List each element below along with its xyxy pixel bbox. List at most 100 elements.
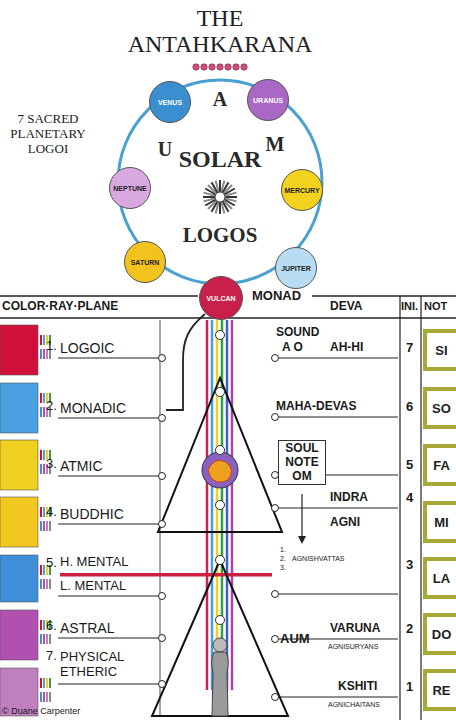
color-strip (46, 678, 48, 688)
color-strip (49, 521, 51, 531)
column-header: NOT (424, 300, 447, 313)
thread-knot (216, 388, 225, 397)
table-label: 3 (406, 558, 413, 573)
personality-triangle (152, 560, 288, 716)
row-node (272, 636, 279, 643)
color-strip (43, 521, 45, 531)
sun-ray (203, 196, 215, 198)
color-strip (43, 579, 45, 589)
title-dot (225, 64, 231, 70)
row-node (159, 473, 166, 480)
note-box: DO (423, 613, 456, 655)
table-label: BUDDHIC (60, 506, 124, 522)
note-box: RE (423, 669, 456, 711)
row-node (159, 593, 166, 600)
table-label: MONADIC (60, 400, 126, 416)
ray-color-swatch (0, 555, 38, 602)
ray-color-swatch (0, 610, 38, 660)
title-dot (217, 64, 223, 70)
antahkarana-thread (206, 320, 209, 690)
soul-symbol (202, 452, 238, 488)
rule-line (160, 320, 161, 716)
note-box: SO (423, 387, 456, 429)
color-strip (49, 579, 51, 589)
note-name: FA (433, 458, 450, 473)
color-strip (43, 692, 45, 702)
color-strip (49, 678, 51, 688)
color-strip (46, 579, 48, 589)
color-strip (40, 335, 42, 345)
note-name: MI (434, 515, 448, 530)
table-label: 7. (46, 649, 57, 664)
ray-color-swatch (0, 440, 38, 490)
plane-underline (58, 357, 158, 358)
row-node (159, 635, 166, 642)
planet-name: NEPTUNE (113, 185, 146, 192)
rule-line (420, 296, 421, 720)
color-strip (43, 349, 45, 359)
table-label: MAHA-DEVAS (276, 400, 356, 414)
row-node (272, 591, 279, 598)
row-node (272, 694, 279, 701)
table-label: SOUL NOTE OM (278, 440, 326, 485)
planet-circle: VULCAN (199, 276, 243, 320)
planet-circle: MERCURY (281, 169, 323, 211)
plane-underline (58, 637, 158, 638)
human-figure (212, 652, 229, 716)
arrow-head (298, 536, 306, 544)
color-strip (43, 464, 45, 474)
color-strip (43, 620, 45, 630)
planet-name: URANUS (253, 97, 283, 104)
side-note: 7 SACRED PLANETARY LOGOI (9, 112, 87, 157)
color-strip (43, 335, 45, 345)
logos-letter: LOGOS (183, 223, 258, 247)
table-label: 1. (46, 339, 57, 354)
color-strip (46, 521, 48, 531)
thread-knot (216, 331, 225, 340)
note-box: MI (423, 501, 456, 543)
sun-ray (225, 193, 237, 196)
color-strip (40, 349, 42, 359)
title-dot (233, 64, 239, 70)
small-note: 2. (280, 555, 286, 563)
logos-letter: SOLAR (179, 146, 262, 174)
row-node (272, 414, 279, 421)
small-note: AGNICHAITANS (328, 701, 380, 709)
table-label: 2. (46, 399, 57, 414)
color-strip (40, 692, 42, 702)
color-strip (40, 450, 42, 460)
planet-circle: NEPTUNE (109, 167, 151, 209)
table-label: SOUND (276, 326, 319, 340)
table-label: H. MENTAL (60, 555, 128, 570)
table-label: KSHITI (338, 680, 377, 694)
table-label: INDRA (330, 491, 368, 505)
table-label: 4 (406, 491, 413, 506)
table-label: 3. (46, 457, 57, 472)
plane-underline (58, 595, 158, 596)
thread-knot (216, 446, 225, 455)
solar-logos: ASOLARUMLOGOSVENUSURANUSNEPTUNEMERCURYSA… (118, 80, 322, 284)
color-strip (46, 634, 48, 644)
planet-name: SATURN (131, 259, 160, 266)
table-label: 4. (46, 505, 57, 520)
plane-underline (58, 475, 158, 476)
planet-name: JUPITER (281, 265, 311, 272)
monad-bracket (166, 314, 205, 410)
color-strip (40, 407, 42, 417)
color-strip (40, 678, 42, 688)
table-label: PHYSICAL ETHERIC (60, 650, 144, 680)
logos-letter: M (266, 133, 285, 156)
title-dot (193, 64, 199, 70)
row-node (159, 681, 166, 688)
sun-ray (216, 181, 219, 193)
plane-underline (58, 417, 158, 418)
table-label: ASTRAL (60, 620, 114, 636)
color-strip (40, 565, 42, 575)
planet-circle: SATURN (124, 241, 166, 283)
small-note: 1. (280, 546, 286, 554)
sun-ray (219, 180, 221, 192)
table-label: AUM (280, 632, 310, 647)
table-label: ATMIC (60, 458, 103, 474)
table-label: L. MENTAL (60, 579, 126, 594)
deva-underline (279, 416, 398, 417)
